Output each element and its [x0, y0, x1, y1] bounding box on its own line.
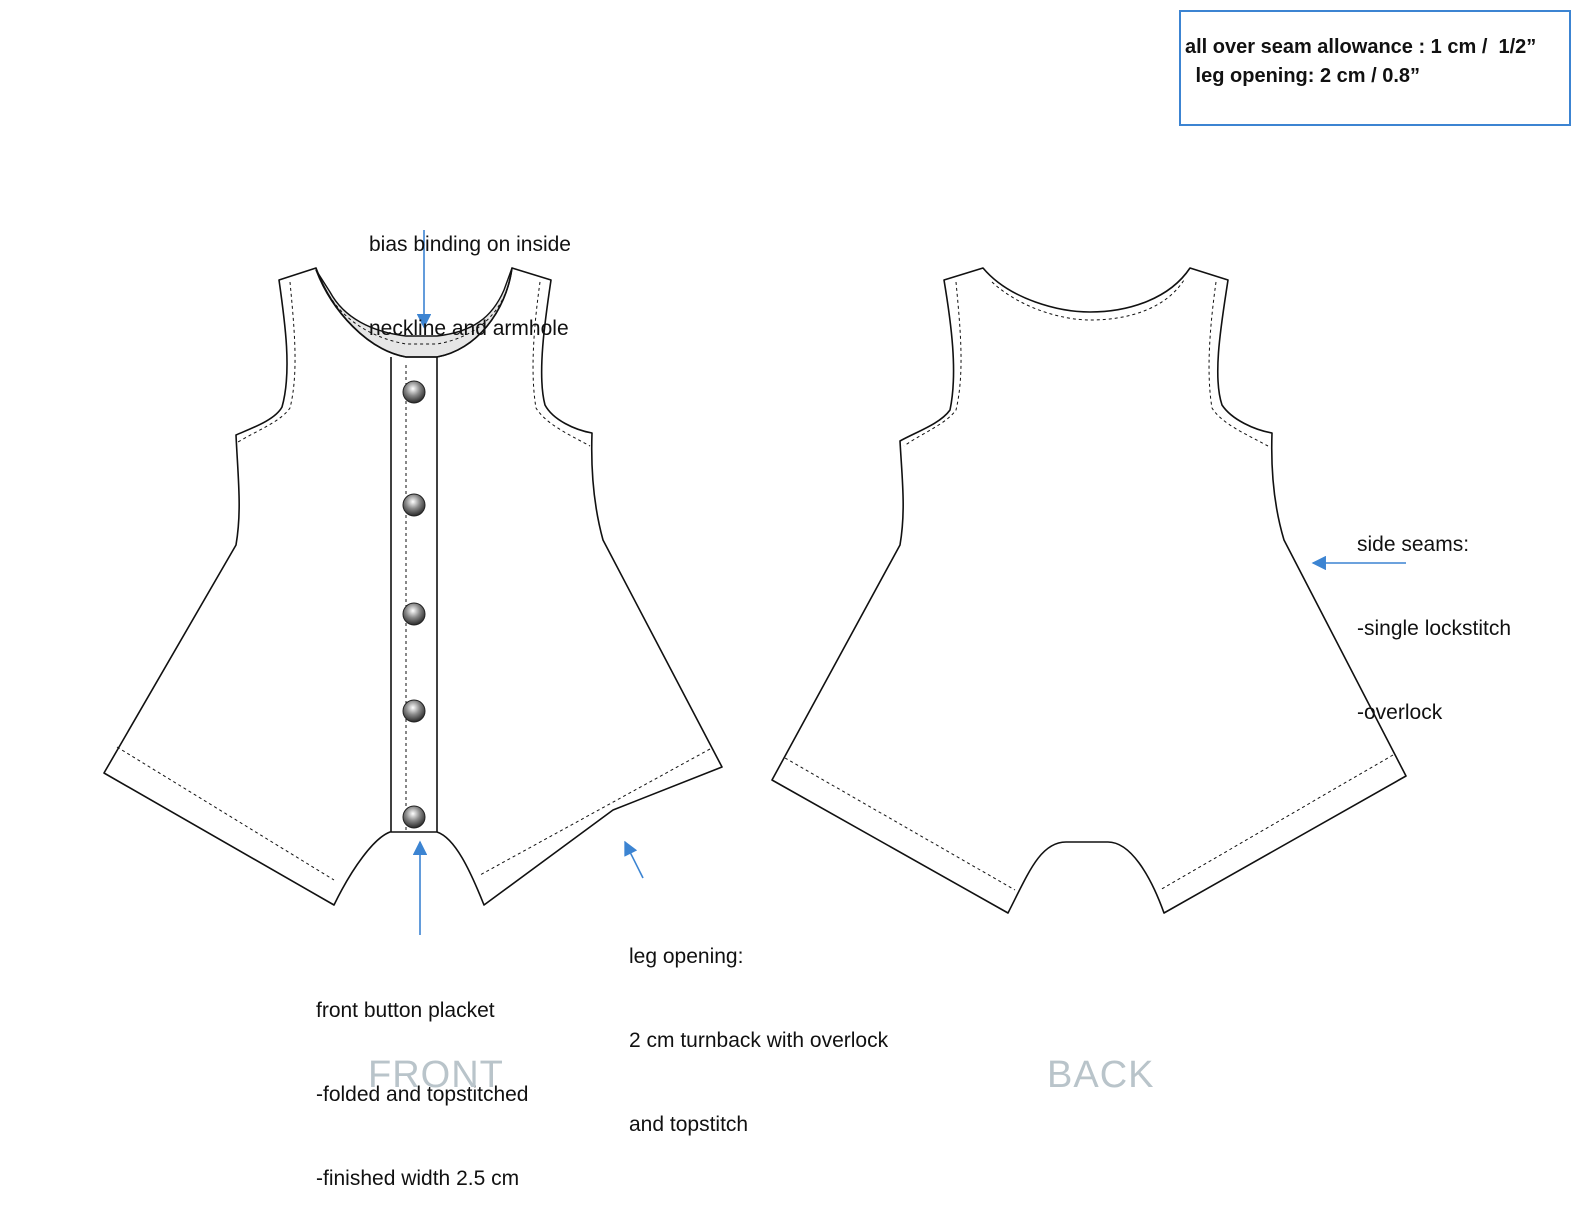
leg-opening-note: leg opening: 2 cm turnback with overlock…	[629, 887, 888, 1167]
placket-note-line1: front button placket	[316, 999, 495, 1022]
placket-note-line3: -finished width 2.5 cm	[316, 1167, 520, 1190]
back-view-label: BACK	[1047, 1054, 1155, 1096]
back-garment	[771, 267, 1407, 914]
button-1	[402, 380, 426, 404]
leg-opening-note-line2: 2 cm turnback with overlock	[629, 1029, 889, 1052]
leg-opening-arrow	[624, 840, 644, 879]
bias-binding-note-line2: neckline and armhole	[369, 317, 569, 340]
side-seams-note-line2: -single lockstitch	[1357, 617, 1512, 640]
button-3	[402, 602, 426, 626]
bias-binding-note-line1: bias binding on inside	[369, 233, 571, 256]
front-neck-stitch	[325, 285, 509, 345]
front-view-label: FRONT	[368, 1054, 504, 1096]
button-2	[402, 493, 426, 517]
back-neck-stitch	[991, 279, 1185, 321]
back-outline	[771, 267, 1407, 914]
front-left-armhole-stitch	[237, 281, 296, 443]
back-right-leg-stitch	[1159, 754, 1394, 891]
front-placket	[390, 357, 438, 832]
button-4	[402, 699, 426, 723]
leg-opening-note-line3: and topstitch	[629, 1113, 749, 1136]
bias-binding-note: bias binding on inside neckline and armh…	[369, 175, 571, 371]
leg-opening-allowance-text: leg opening: 2 cm / 0.8”	[1190, 65, 1421, 87]
back-right-armhole-stitch	[1208, 281, 1269, 447]
front-left-leg-stitch	[116, 746, 335, 881]
front-right-armhole-stitch	[532, 281, 591, 447]
side-seams-note: side seams: -single lockstitch -overlock	[1357, 475, 1511, 755]
side-seams-note-line1: side seams:	[1357, 533, 1470, 556]
back-left-leg-stitch	[784, 757, 1016, 891]
front-buttons	[402, 380, 426, 829]
button-5	[402, 805, 426, 829]
placket-note-line2: -folded and topstitched	[316, 1083, 529, 1106]
technical-drawing	[103, 230, 1407, 935]
seam-allowance-info-box: all over seam allowance : 1 cm / 1/2” le…	[1179, 10, 1571, 126]
leg-opening-note-line1: leg opening:	[629, 945, 744, 968]
seam-allowance-text: all over seam allowance : 1 cm / 1/2”	[1185, 36, 1537, 58]
back-left-armhole-stitch	[903, 281, 962, 447]
side-seams-note-line3: -overlock	[1357, 701, 1443, 724]
front-right-leg-stitch	[479, 748, 711, 876]
front-outline	[103, 267, 723, 906]
callout-arrows	[412, 230, 1406, 935]
front-garment	[103, 267, 723, 906]
